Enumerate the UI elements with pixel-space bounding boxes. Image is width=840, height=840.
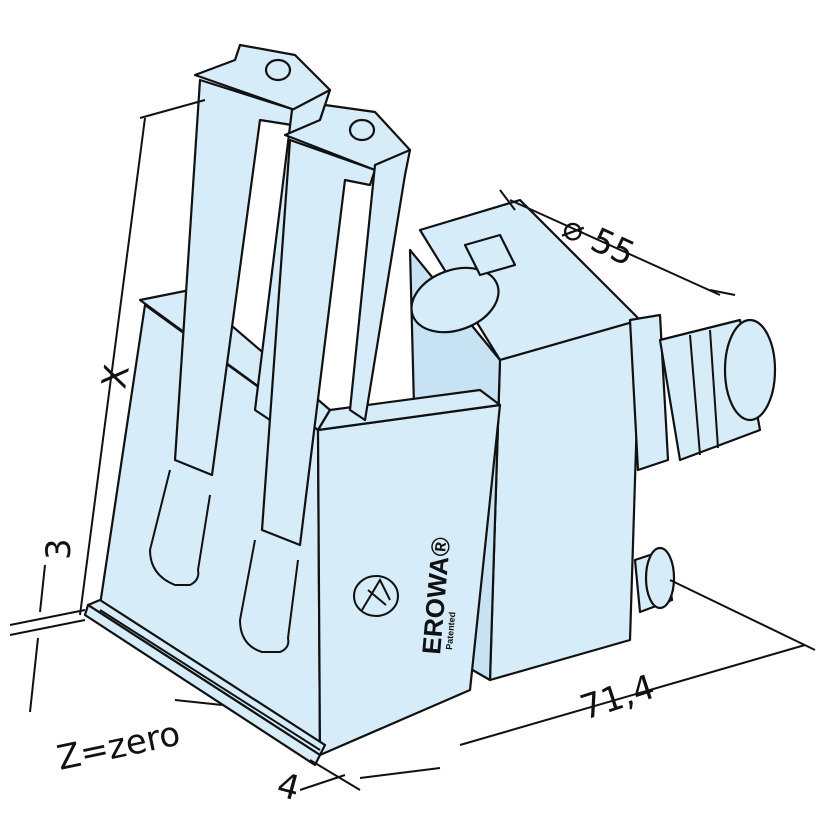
dim-x: X <box>94 362 137 392</box>
dim-zero: Z=zero <box>54 714 184 779</box>
dim-offset: 4 <box>273 765 304 809</box>
jaw-2 <box>238 103 412 653</box>
dimension-lines <box>9 99 816 791</box>
dim-length: 71,4 <box>575 667 659 728</box>
erowa-emblem-icon <box>353 575 399 617</box>
rear-pins <box>463 233 676 614</box>
logo-note: Patented <box>444 611 457 650</box>
spigot <box>658 318 777 462</box>
base-rail <box>83 598 327 767</box>
dim-groove: 3 <box>39 538 79 560</box>
